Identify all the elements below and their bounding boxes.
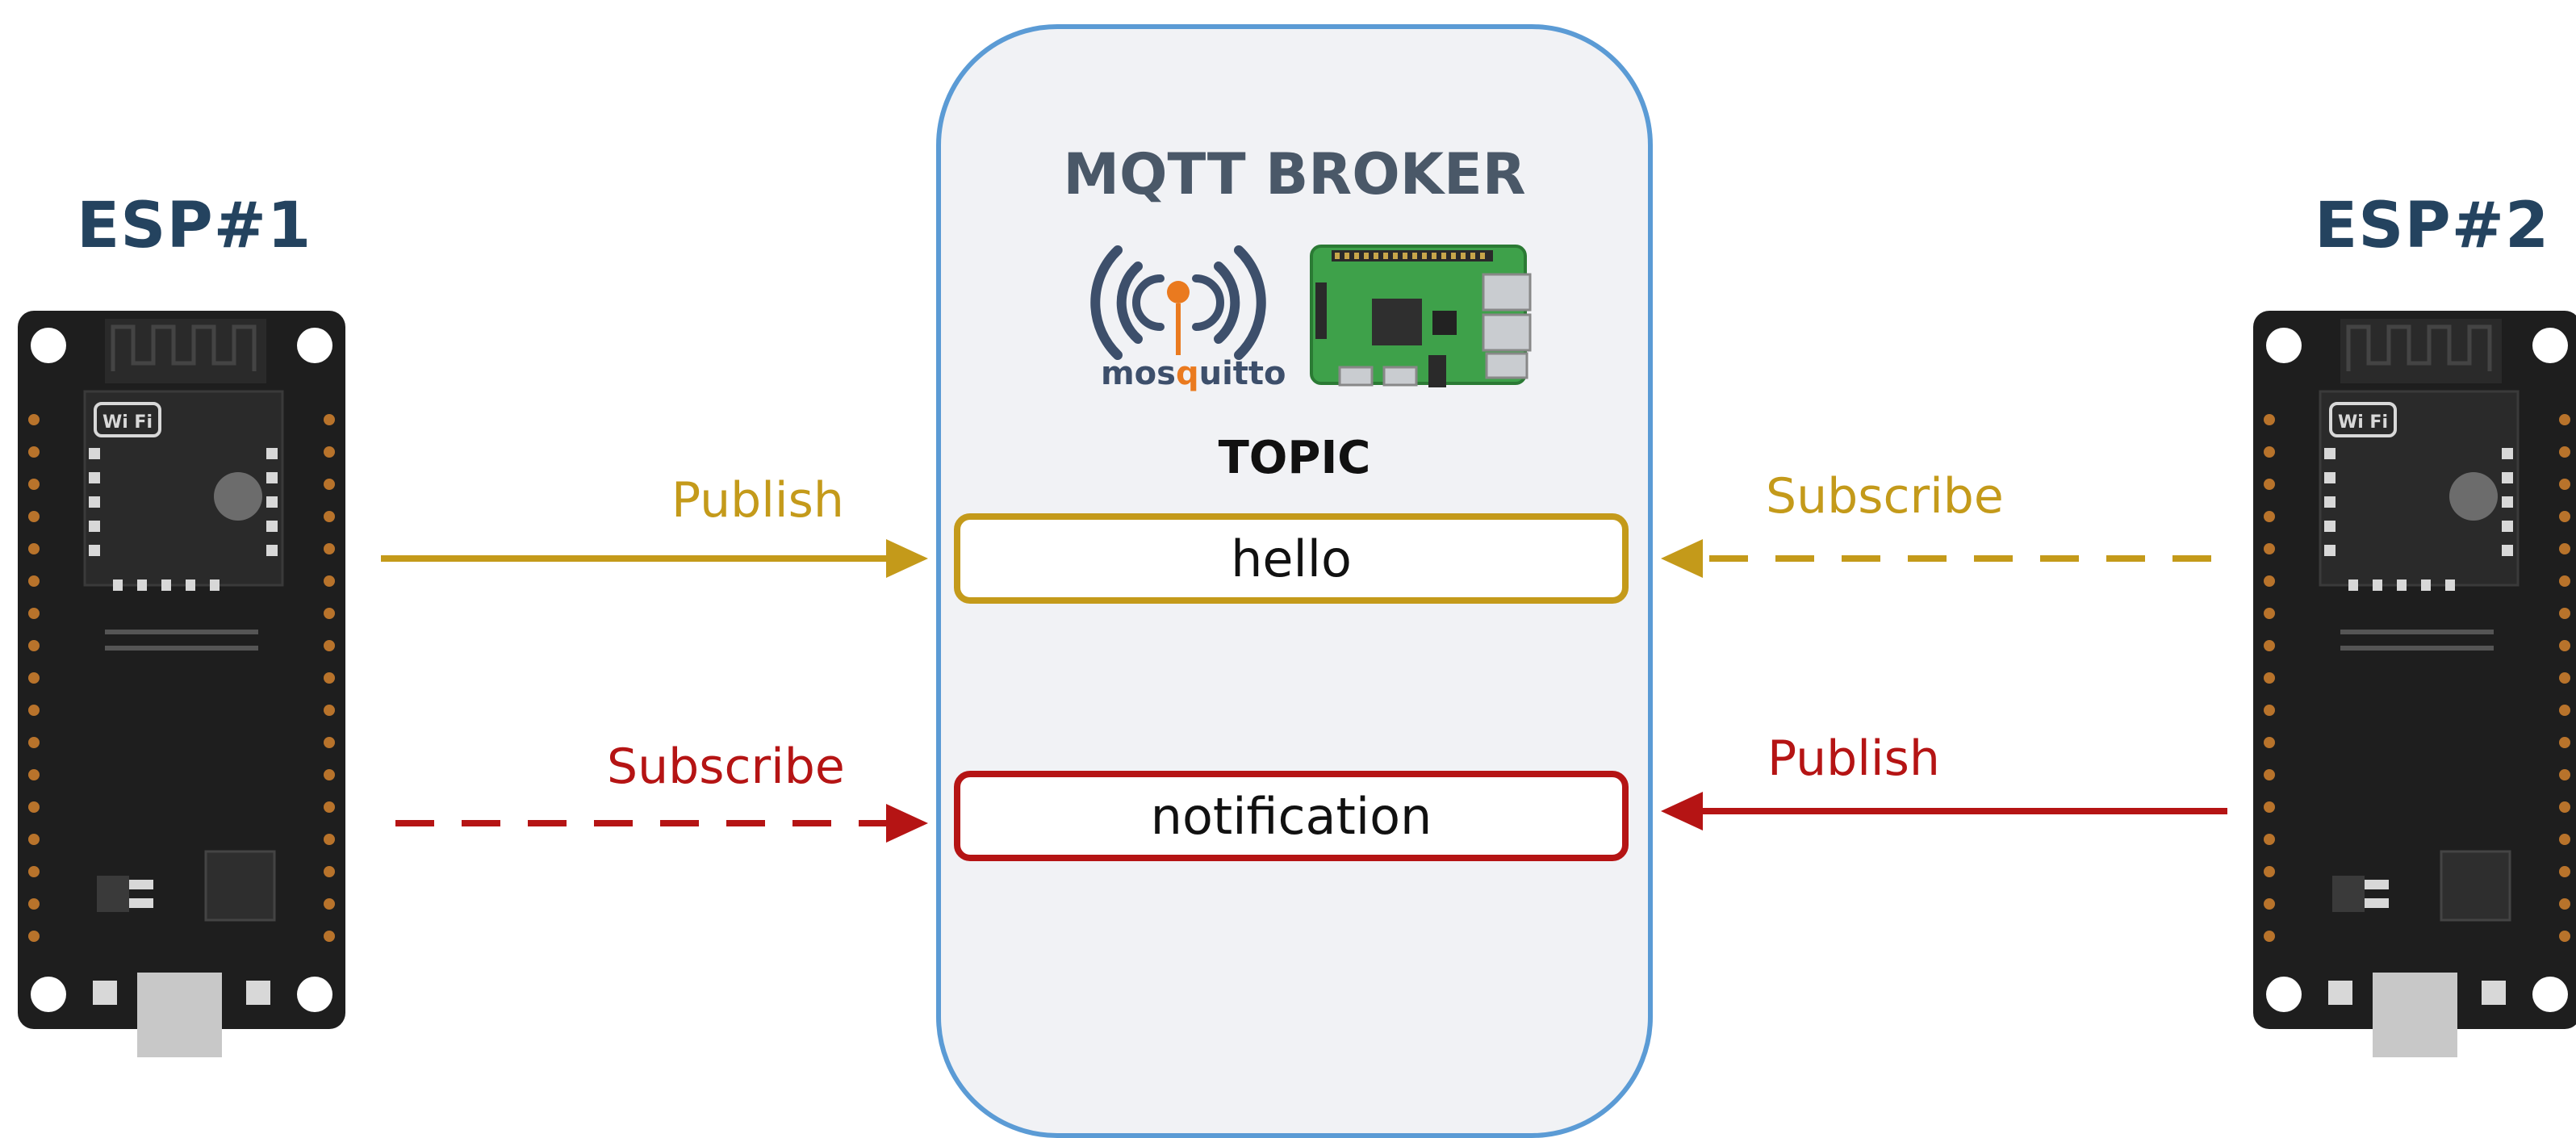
mqtt-diagram: MQTT BROKER ESP#1 ESP#2 mosquitto TOPIC … (18, 24, 2576, 1138)
topic-hello-label: hello (1231, 529, 1352, 588)
esp1-wifi-badge: Wi Fi (102, 412, 153, 433)
broker-title: MQTT BROKER (1063, 141, 1526, 207)
esp1-subscribe-label: Subscribe (607, 738, 845, 795)
mosquitto-wordmark: mosquitto (1101, 355, 1286, 392)
esp2-publish-label: Publish (1767, 730, 1940, 787)
esp2-subscribe-label: Subscribe (1766, 468, 2004, 525)
esp32-board-icon: Wi Fi (2253, 311, 2576, 1057)
diagram-graphics: Wi Fi (18, 245, 2576, 1057)
esp2-wifi-badge: Wi Fi (2338, 412, 2388, 433)
topic-notification-box: notification (954, 771, 1629, 861)
topic-notification-label: notification (1150, 786, 1432, 846)
esp1-subscribe-arrow (395, 804, 928, 843)
esp32-board-icon: Wi Fi (18, 311, 345, 1057)
mosquitto-logo-icon (1090, 245, 1266, 360)
topic-hello-box: hello (954, 513, 1629, 604)
raspberry-pi-board-icon (1310, 245, 1532, 387)
topic-heading: TOPIC (1218, 432, 1371, 484)
esp2-subscribe-arrow (1661, 539, 2211, 578)
esp1-publish-label: Publish (671, 472, 844, 529)
esp2-title: ESP#2 (2315, 190, 2550, 262)
esp2-publish-arrow (1661, 792, 2227, 830)
esp1-title: ESP#1 (77, 190, 312, 262)
esp1-publish-arrow (381, 539, 928, 578)
